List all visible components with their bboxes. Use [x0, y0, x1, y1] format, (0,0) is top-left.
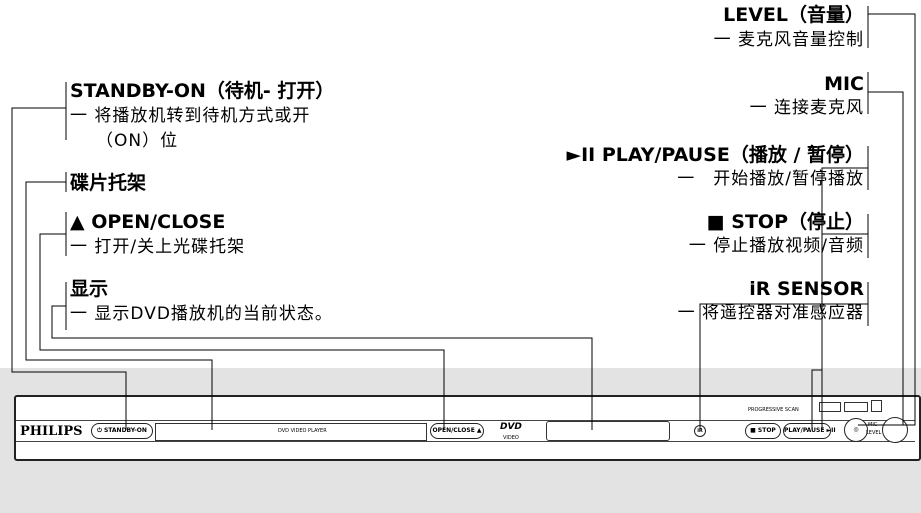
play-pause-description: 一 开始播放/暂停播放	[677, 169, 864, 189]
dvd-logo: DVD	[500, 422, 522, 432]
play-pause-heading: ►II PLAY/PAUSE（播放 / 暂停）	[566, 144, 864, 166]
level-heading: LEVEL（音量）	[723, 4, 864, 26]
logo-box-3	[871, 400, 882, 412]
standby-button[interactable]: ⏻ STANDBY-ON	[91, 423, 153, 439]
tray-heading: 碟片托架	[70, 172, 147, 194]
dvd-logo-sub: VIDEO	[503, 435, 519, 441]
disc-tray[interactable]	[155, 423, 427, 441]
tray-label: DVD VIDEO PLAYER	[278, 428, 327, 434]
stop-heading: ■ STOP（停止）	[706, 211, 864, 233]
standby-button-label: STANDBY-ON	[103, 427, 147, 434]
level-label: LEVEL	[866, 430, 882, 436]
mic-heading: MIC	[824, 73, 864, 95]
standby-heading: STANDBY-ON（待机- 打开）	[70, 80, 335, 102]
display-heading: 显示	[70, 278, 109, 300]
logo-box-2	[844, 402, 868, 412]
ir-sensor-description: 一 将遥控器对准感应器	[677, 303, 864, 323]
play-pause-button[interactable]: PLAY/PAUSE ►II	[783, 423, 836, 439]
stop-button[interactable]: ■ STOP	[745, 423, 781, 439]
mic-jack[interactable]: ◎	[844, 418, 868, 442]
ir-sensor-heading: iR SENSOR	[749, 278, 864, 300]
open-close-description: 一 打开/关上光碟托架	[70, 237, 246, 257]
brand-logo: PHILIPS	[20, 424, 83, 439]
stop-description: 一 停止播放视频/音频	[688, 236, 864, 256]
standby-description-line1: 一 将播放机转到待机方式或开	[70, 106, 311, 126]
mic-description: 一 连接麦克风	[749, 98, 864, 118]
display-window	[546, 421, 670, 441]
display-description: 一 显示DVD播放机的当前状态。	[70, 304, 333, 324]
dvd-logo-text: DVD	[500, 422, 522, 432]
logo-box-1	[819, 402, 841, 412]
open-close-heading: ▲ OPEN/CLOSE	[70, 211, 226, 233]
progressive-scan-label: PROGRESSIVE SCAN	[748, 407, 799, 413]
level-description: 一 麦克风音量控制	[713, 30, 864, 50]
level-knob[interactable]	[882, 417, 908, 443]
panel-trim	[16, 420, 915, 442]
standby-description-line2: （ON）位	[96, 131, 179, 151]
power-icon: ⏻	[97, 427, 104, 434]
